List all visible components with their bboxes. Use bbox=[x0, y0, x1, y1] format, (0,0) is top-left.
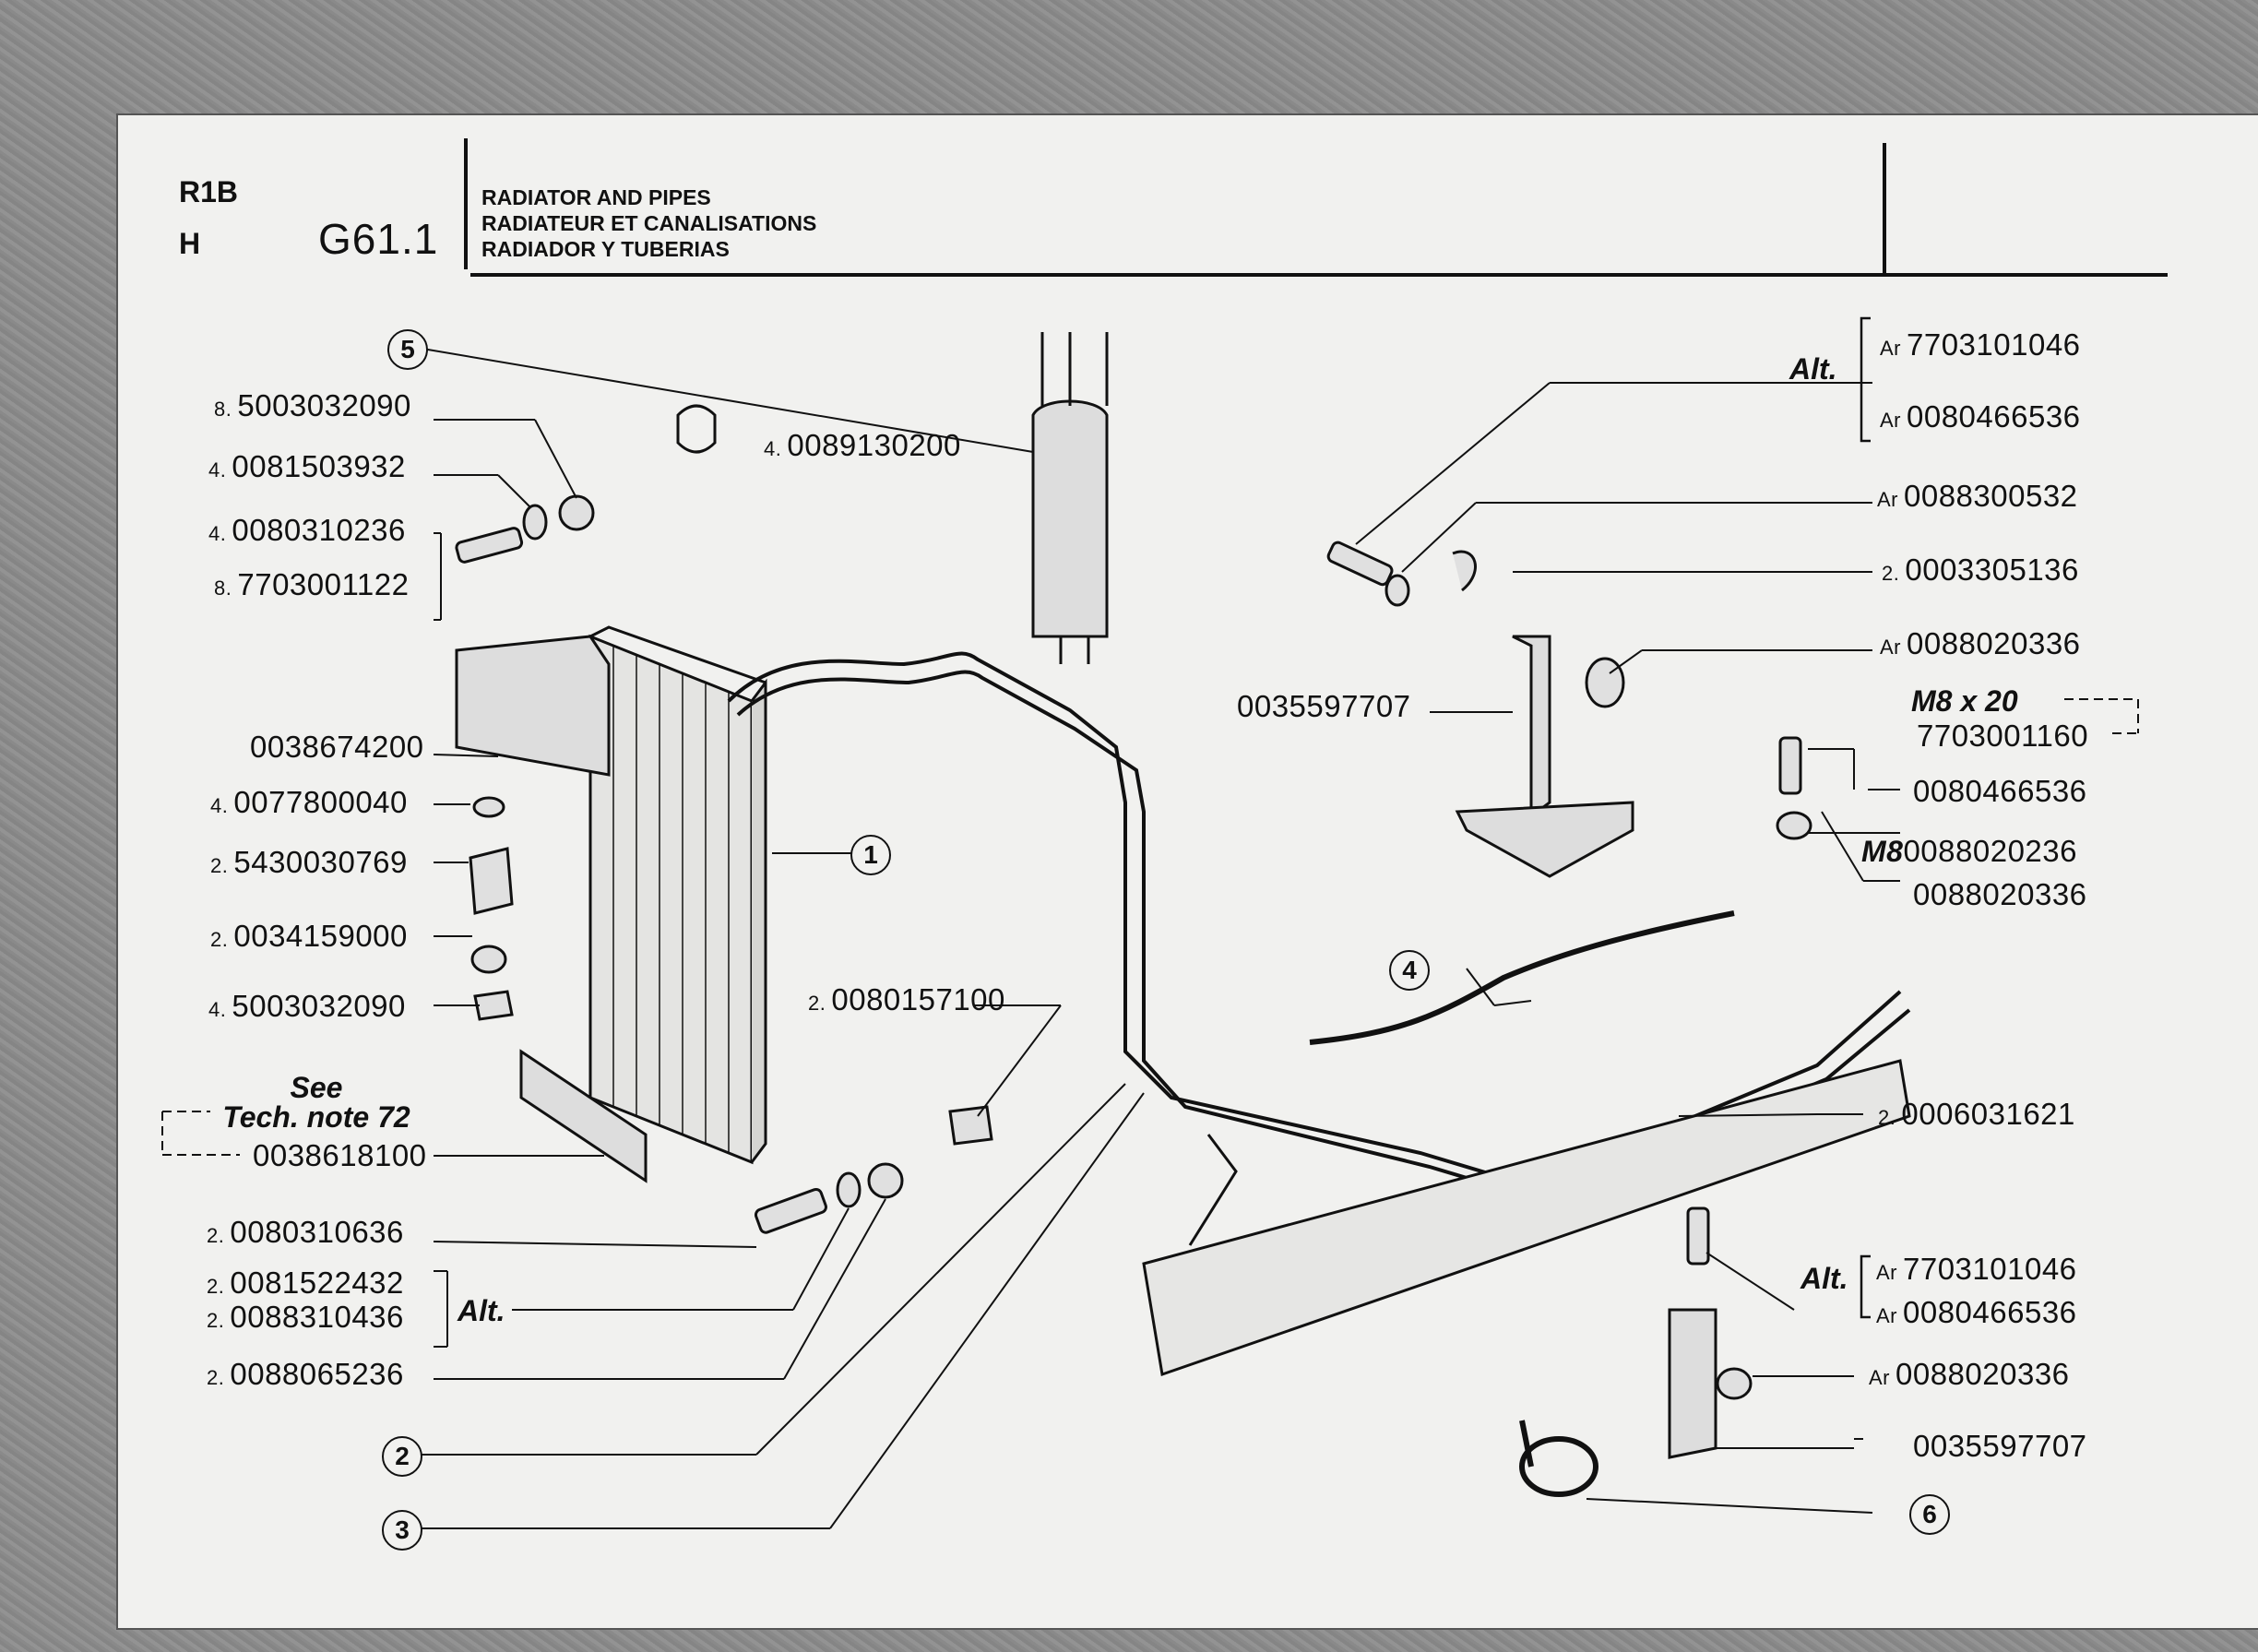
model-code: R1B bbox=[179, 175, 239, 208]
part-label[interactable]: 0080466536 bbox=[1913, 774, 2087, 808]
lower-bracket bbox=[519, 1049, 648, 1183]
part-label[interactable]: 2.0006031621 bbox=[1878, 1097, 2075, 1131]
washer-upper-left bbox=[522, 504, 548, 541]
part-label[interactable]: 7703001160 bbox=[1917, 719, 2089, 753]
bolt-lower-right bbox=[1686, 1206, 1710, 1266]
part-label[interactable]: 2.0080157100 bbox=[808, 982, 1005, 1016]
title-french: RADIATEUR ET CANALISATIONS bbox=[481, 211, 817, 235]
callout-3[interactable]: 3 bbox=[382, 1510, 422, 1551]
hose-4 bbox=[1309, 910, 1735, 1045]
washer-mount bbox=[472, 796, 505, 818]
alt-label-left: Alt. bbox=[458, 1294, 505, 1327]
washer-lower bbox=[836, 1171, 862, 1208]
part-label[interactable]: 2.0034159000 bbox=[210, 919, 408, 953]
bolt-lower bbox=[754, 1187, 827, 1234]
part-label[interactable]: 2.0081522432 bbox=[207, 1266, 404, 1300]
part-label[interactable]: 8.7703001122 bbox=[214, 567, 410, 601]
callout-6[interactable]: 6 bbox=[1909, 1494, 1950, 1535]
hose-clip bbox=[676, 404, 717, 454]
upper-bracket bbox=[455, 635, 611, 777]
bolt-upper-left bbox=[455, 527, 524, 564]
title-spanish: RADIADOR Y TUBERIAS bbox=[481, 237, 730, 261]
spacer-right bbox=[1585, 657, 1625, 708]
mount-spacer bbox=[470, 945, 507, 974]
pipe-bracket-top bbox=[1512, 635, 1551, 819]
part-label[interactable]: 2.0003305136 bbox=[1882, 553, 2079, 587]
part-label[interactable]: 0035597707 bbox=[1237, 689, 1411, 723]
part-label[interactable]: 4.0081503932 bbox=[208, 449, 406, 483]
nut-upper-left bbox=[558, 494, 595, 531]
title-english: RADIATOR AND PIPES bbox=[481, 185, 711, 209]
washer-right-top bbox=[1385, 574, 1410, 607]
part-label[interactable]: 0038618100 bbox=[253, 1138, 427, 1172]
clip-0080157100 bbox=[948, 1105, 993, 1146]
nut-lower bbox=[867, 1162, 904, 1199]
part-label[interactable]: 4.5003032090 bbox=[208, 989, 406, 1023]
radiator-core bbox=[588, 625, 767, 1165]
part-label[interactable]: 2.5430030769 bbox=[210, 845, 408, 879]
section-number: G61.1 bbox=[318, 215, 439, 263]
hose-clamp bbox=[1519, 1436, 1598, 1497]
part-label[interactable]: 0088020336 bbox=[1913, 877, 2087, 911]
part-label[interactable]: 0035597707 bbox=[1913, 1429, 2087, 1463]
washer-lower-right bbox=[1716, 1367, 1753, 1400]
callout-1[interactable]: 1 bbox=[850, 835, 891, 875]
part-label[interactable]: 0038674200 bbox=[250, 730, 424, 764]
pipes bbox=[727, 651, 1911, 1197]
alt-label-right-bottom: Alt. bbox=[1800, 1262, 1848, 1295]
alt-label-right-top: Alt. bbox=[1789, 352, 1837, 386]
part-label[interactable]: 4.0089130200 bbox=[764, 428, 961, 462]
flexible-hose bbox=[1031, 332, 1109, 664]
callout-5[interactable]: 5 bbox=[387, 329, 428, 370]
part-label[interactable]: 2.0080310636 bbox=[207, 1215, 404, 1249]
chassis-rail bbox=[1142, 1059, 1911, 1376]
part-label[interactable]: 2.0088310436 bbox=[207, 1300, 404, 1334]
variant-code: H bbox=[179, 227, 201, 260]
nut-m8 bbox=[1776, 811, 1812, 840]
callout-4[interactable]: 4 bbox=[1389, 950, 1430, 991]
bolt-spec: M8 x 20 bbox=[1911, 684, 2018, 718]
part-label[interactable]: 8.5003032090 bbox=[214, 388, 411, 422]
callout-2[interactable]: 2 bbox=[382, 1436, 422, 1477]
pipe-bracket-bottom bbox=[1668, 1308, 1717, 1459]
part-label[interactable]: M80088020236 bbox=[1861, 834, 2077, 869]
part-label[interactable]: 4.0077800040 bbox=[210, 785, 408, 819]
bracket-base bbox=[1455, 801, 1634, 878]
clip-right bbox=[1452, 550, 1477, 592]
bolt-m8 bbox=[1778, 736, 1802, 795]
part-label[interactable]: 2.0088065236 bbox=[207, 1357, 404, 1391]
mount-rubber bbox=[469, 847, 514, 915]
mount-nut bbox=[473, 990, 514, 1021]
part-label[interactable]: 4.0080310236 bbox=[208, 513, 406, 547]
bolt-right-top bbox=[1326, 541, 1394, 587]
support-rod bbox=[1188, 1134, 1238, 1246]
